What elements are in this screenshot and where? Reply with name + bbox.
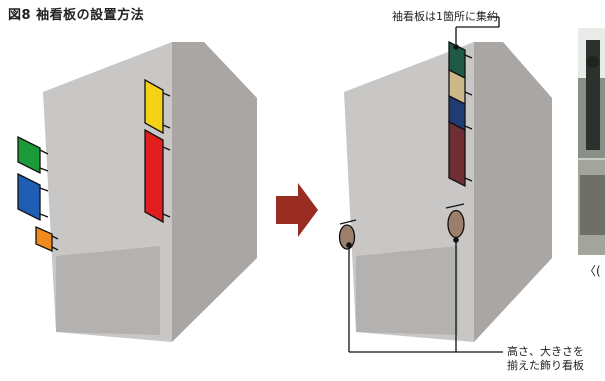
sign-orange [35,226,53,252]
building-before [43,42,257,342]
building-before-side-wall [172,42,257,342]
sign-green [17,135,41,175]
sign-yellow [144,78,164,135]
top-callout-label: 袖看板は1箇所に集約 [392,10,498,23]
oval-sign-left-bracket [339,219,357,225]
sign-red [144,128,164,224]
building-before-ground-floor [56,246,160,335]
sign-group-bracket [464,91,473,96]
building-after-side-wall [474,42,552,342]
top-leader-dot [453,44,459,50]
sign-orange-bracket [51,235,59,240]
sign-blue-bracket [39,213,49,218]
sign-group-bracket [464,54,473,59]
top-leader-line [453,16,500,50]
building-after-ground-floor [356,246,458,335]
grouped-signs [448,40,473,188]
sign-orange-bracket [51,246,59,251]
bottom-leader-line [346,237,503,353]
building-after [344,42,552,342]
bottom-callout-line1: 高さ、大きさを [507,345,584,358]
sign-green-bracket [39,149,49,155]
cropped-photo-caption: 〈( [584,264,601,278]
figure-title: 図8 袖看板の設置方法 [8,8,145,23]
sign-group-bracket [464,177,473,182]
sign-blue [17,172,41,222]
bottom-callout-label: 高さ、大きさを 揃えた飾り看板 [507,345,584,373]
sign-group-bracket [464,125,473,130]
transition-arrow [276,183,318,237]
oval-sign-right [447,209,465,239]
scattered-signs [17,78,171,252]
sign-group-maroon [448,120,466,188]
sign-yellow-bracket [162,92,171,97]
oval-sign-right-bracket [445,203,465,209]
sign-yellow-bracket [162,124,171,129]
sign-red-bracket [162,146,171,151]
bottom-callout-line2: 揃えた飾り看板 [507,359,584,372]
sign-blue-bracket [39,187,49,192]
sign-green-bracket [39,167,49,172]
cropped-photo [578,28,605,255]
sign-red-bracket [162,213,171,218]
